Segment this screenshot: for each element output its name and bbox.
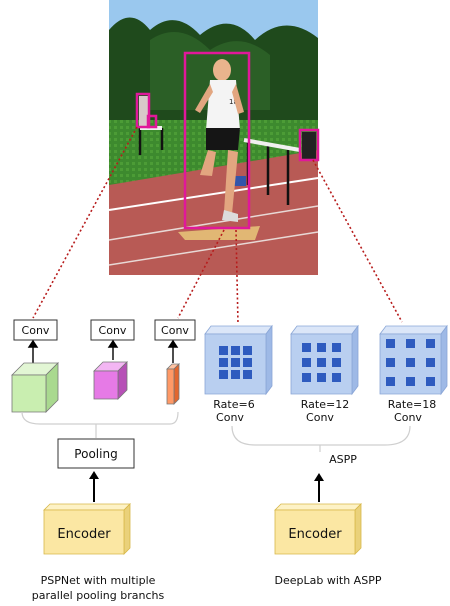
aspp-bracket [231, 425, 411, 446]
pooling-box [57, 438, 135, 469]
aspp-label: ASPP [329, 453, 357, 466]
psp-encoder-block [43, 503, 131, 555]
connector-aspp-1 [235, 229, 239, 325]
aspp-rate-label-2: Rate=12 [301, 398, 349, 411]
psp-pool-cube-magenta [93, 361, 128, 400]
detection-box-person-right [298, 128, 320, 162]
connector-psp-3 [177, 229, 225, 319]
aspp-kernel-grid-rate18 [386, 339, 435, 386]
psp-pool-cube-orange [166, 363, 180, 405]
psp-conv-label-2: Conv [99, 324, 127, 337]
runner: 18 [195, 59, 244, 222]
pooling-label: Pooling [74, 447, 117, 461]
detection-box-runner [183, 51, 251, 230]
aspp-rate-label-3: Rate=18 [388, 398, 436, 411]
deeplab-encoder-label: Encoder [288, 527, 342, 542]
aspp-conv-label-1: Conv [216, 411, 244, 424]
connector-aspp-3 [312, 159, 403, 323]
psp-pool-cube-green [11, 362, 59, 413]
psp-conv-box-2 [90, 319, 135, 341]
running-photo: 18 [108, 0, 319, 275]
psp-conv-label-3: Conv [161, 324, 189, 337]
svg-text:18: 18 [229, 98, 238, 106]
deeplab-caption: DeepLab with ASPP [275, 574, 382, 587]
aspp-kernel-grid-rate6 [219, 346, 252, 379]
aspp-rate-label-1: Rate=6 [213, 398, 254, 411]
psp-conv-box-1 [13, 319, 58, 341]
aspp-kernel-grid-rate12 [302, 343, 341, 382]
psp-caption-line-2: parallel pooling branchs [32, 589, 165, 602]
psp-encoder-label: Encoder [57, 527, 111, 542]
aspp-conv-label-2: Conv [306, 411, 334, 424]
psp-conv-label-1: Conv [22, 324, 50, 337]
detection-box-person-left [135, 92, 151, 129]
psp-caption-line-1: PSPNet with multiple [41, 574, 156, 587]
psp-conv-box-3 [154, 319, 196, 341]
psp-bracket [21, 411, 179, 425]
connector-psp-1 [32, 126, 138, 319]
detection-box-person-left-small [146, 114, 158, 129]
aspp-conv-label-3: Conv [394, 411, 422, 424]
deeplab-encoder-block [274, 503, 362, 555]
